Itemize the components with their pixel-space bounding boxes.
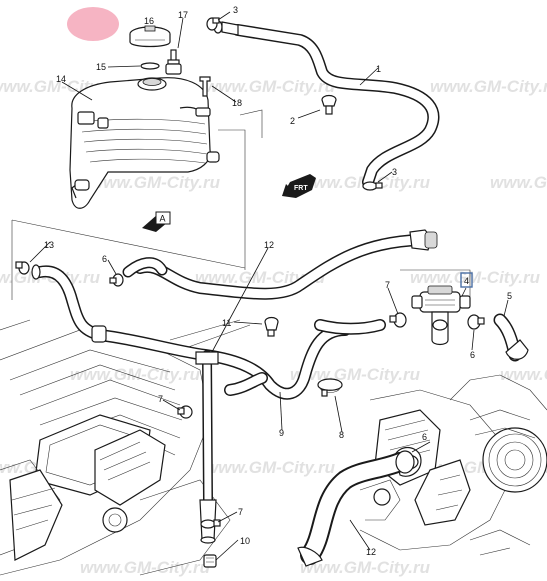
view-a-label: A	[160, 214, 166, 224]
lower-coolant-hose	[94, 324, 351, 400]
callout-10: 10	[240, 536, 250, 546]
callout-18: 18	[232, 98, 242, 108]
short-hose	[314, 319, 386, 335]
watermark-text: www.GM-City.ru	[80, 558, 211, 577]
hose-clip	[264, 316, 279, 337]
watermark-text: www.GM-City.ru	[205, 458, 336, 477]
callout-6: 6	[102, 254, 107, 264]
callout-7: 7	[385, 280, 390, 290]
callout-7: 7	[158, 394, 163, 404]
engine-block-outline	[0, 319, 251, 576]
watermark-text: www.GM-City.ru	[205, 77, 336, 96]
callout-15: 15	[96, 62, 106, 72]
callout-12: 12	[264, 240, 274, 250]
watermark-text: www.GM-City.ru	[195, 268, 326, 287]
hose-joint	[91, 325, 107, 343]
hose-clamp	[467, 314, 485, 330]
callout-labels: 1 2 3 3 4 5 6 6 6 7 7 7 8 9 10 11 12 12 …	[44, 5, 512, 557]
hose-clamp	[200, 519, 221, 529]
view-a-arrow: A	[142, 211, 171, 232]
selected-callout-box	[460, 272, 473, 288]
bypass-hose	[31, 264, 106, 341]
hose-clamp	[177, 405, 193, 419]
callout-11: 11	[222, 318, 231, 328]
callout-2: 2	[290, 116, 295, 126]
watermark-text: www.GM-City.ru	[70, 365, 201, 384]
coolant-reservoir	[69, 77, 220, 209]
watermark-text: www.GM-City.ru	[430, 77, 547, 96]
callout-16: 16	[144, 16, 154, 26]
reference-box-lines	[11, 109, 471, 300]
callout-3: 3	[392, 167, 397, 177]
hose-clip	[321, 94, 337, 115]
coolant-valve	[411, 285, 471, 346]
hose-connector	[122, 257, 168, 278]
push-pin-fastener	[199, 76, 211, 97]
forward-arrow-label: FRT	[294, 185, 308, 192]
reservoir-cap	[129, 25, 171, 48]
hose-clamp	[389, 312, 407, 328]
callout-5: 5	[507, 291, 512, 301]
callout-14: 14	[56, 74, 66, 84]
o-ring	[140, 62, 160, 70]
hose-clamp	[362, 181, 383, 191]
callout-13: 13	[44, 240, 54, 250]
long-heater-hose	[134, 229, 438, 300]
callout-7: 7	[238, 507, 243, 517]
watermark-text: www.GM-City.ru	[410, 268, 541, 287]
callout-6: 6	[422, 432, 427, 442]
hose-clamp	[206, 17, 220, 31]
lower-radiator-hose	[297, 450, 415, 567]
spring-clip	[317, 378, 343, 397]
callout-1: 1	[376, 64, 381, 74]
watermark-text: www.GM-City.ru	[300, 558, 431, 577]
watermark-text: www.GM-City.ru	[290, 365, 421, 384]
forward-arrow-indicator: FRT	[282, 174, 316, 198]
callout-4: 4	[464, 276, 469, 286]
callout-6: 6	[470, 350, 475, 360]
callout-17: 17	[178, 10, 188, 20]
hose-clamp	[15, 261, 30, 275]
callout-3: 3	[233, 5, 238, 15]
watermark-text: www.GM-City.ru	[500, 365, 547, 384]
screw	[165, 49, 182, 75]
callout-12: 12	[366, 547, 376, 557]
highlight-circle	[67, 7, 119, 41]
callout-8: 8	[339, 430, 344, 440]
hose-clamp	[109, 273, 124, 287]
pipe-fitting	[203, 554, 217, 568]
callout-9: 9	[279, 428, 284, 438]
outlet-hose	[493, 313, 529, 362]
leader-lines	[29, 11, 509, 561]
watermark-text: www.GM-City.ru	[490, 173, 547, 192]
watermark-text: www.GM-City.ru	[90, 173, 221, 192]
